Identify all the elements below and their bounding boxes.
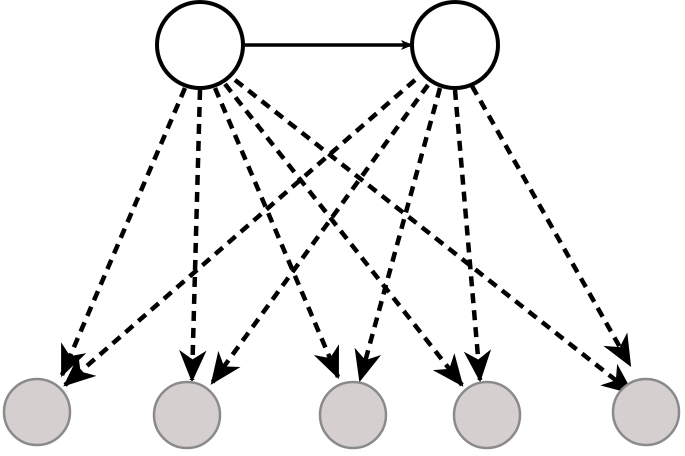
edge-t2-b2 (210, 83, 430, 385)
top-node-t2 (410, 0, 500, 90)
edge-t1-b4 (223, 82, 464, 387)
bottom-node-b1 (2, 377, 72, 447)
edge-t1-b5 (233, 78, 634, 395)
edge-t1-b3 (212, 87, 341, 380)
bottom-node-b3 (318, 380, 388, 450)
top-node-t1 (155, 0, 245, 90)
edge-t1-b1 (59, 87, 188, 378)
edge-t1-b2 (179, 89, 207, 383)
edge-t2-b5 (470, 84, 632, 367)
bottom-node-b4 (452, 380, 522, 450)
nodes-layer (2, 0, 681, 450)
edge-t2-b1 (63, 78, 417, 387)
bottom-node-b2 (152, 380, 222, 450)
edges-layer (59, 40, 634, 395)
bottom-node-b5 (611, 377, 681, 447)
edge-t2-b4 (452, 89, 492, 383)
